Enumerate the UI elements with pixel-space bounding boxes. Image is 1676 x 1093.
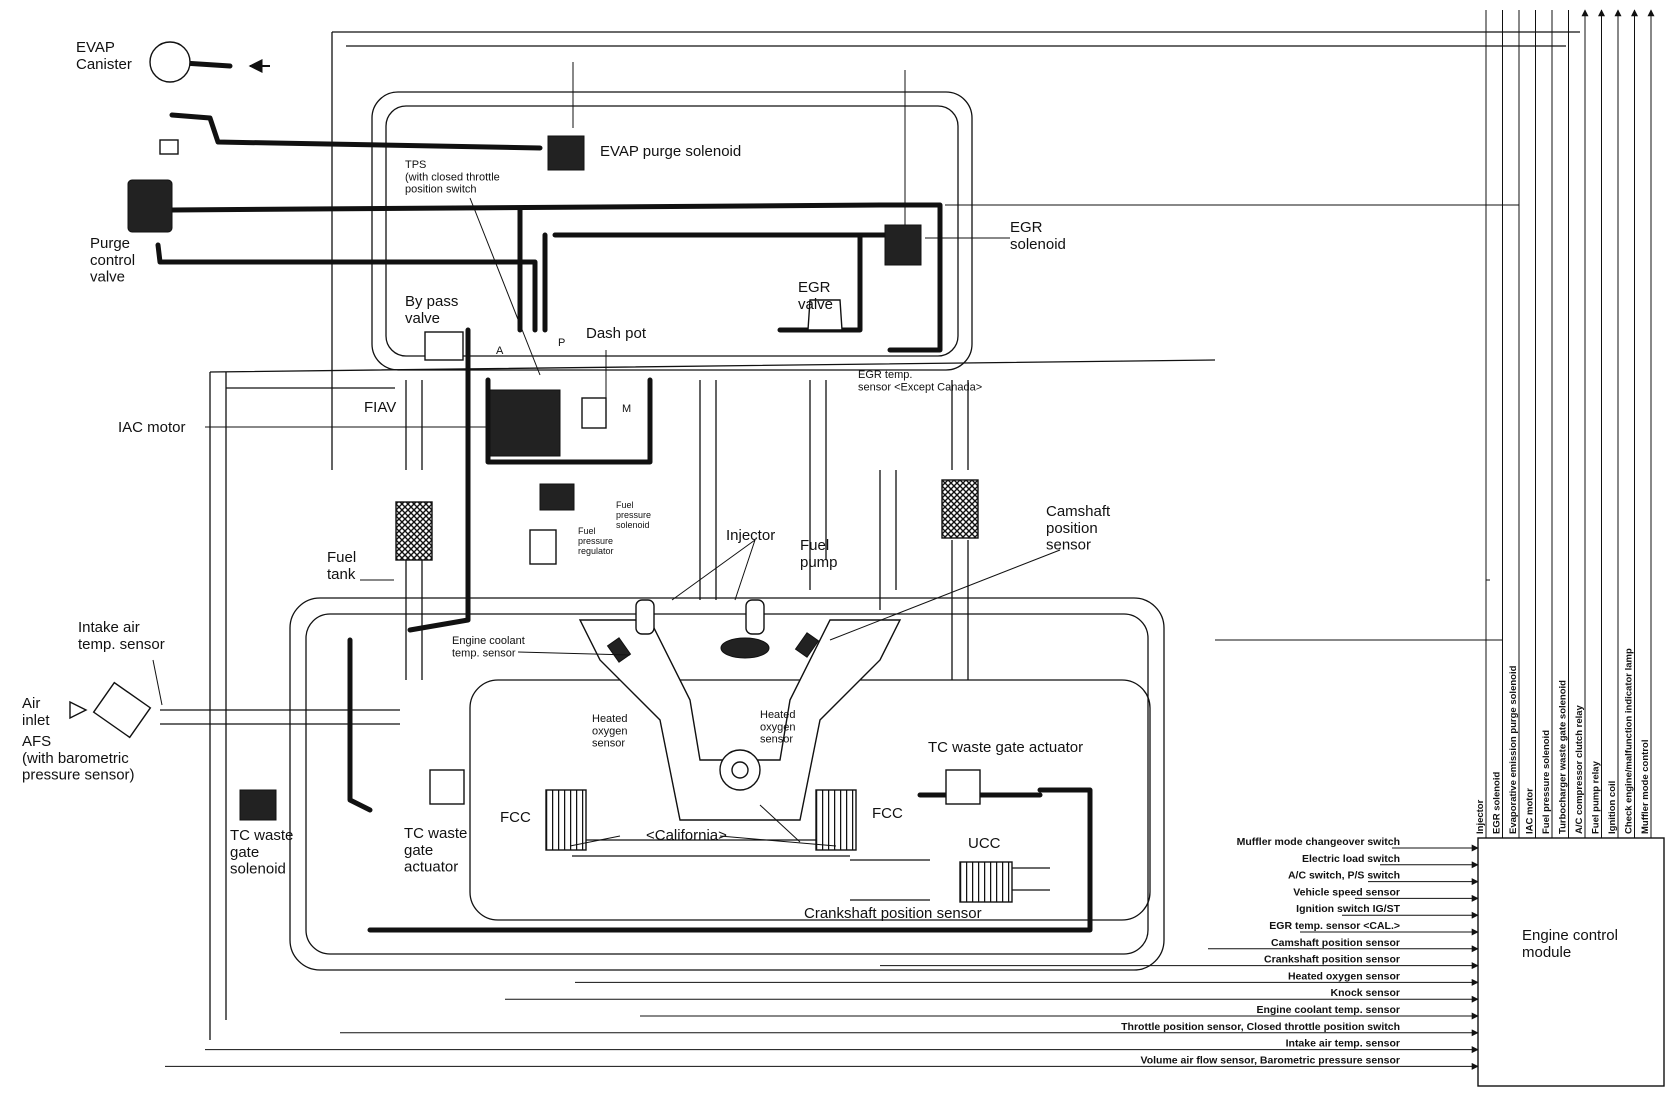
- ecm-output-label: Check engine/malfunction indicator lamp: [1624, 648, 1635, 834]
- port-a-label: A: [496, 345, 504, 357]
- leader-lines: [152, 62, 1061, 847]
- ecm-input-label: Vehicle speed sensor: [1293, 886, 1400, 898]
- port-m-label: M: [622, 403, 631, 415]
- ecm-input-label: Volume air flow sensor, Barometric press…: [1141, 1054, 1401, 1066]
- engine-block-icon: [578, 599, 902, 821]
- fcc-right-label: FCC: [872, 805, 903, 822]
- intercooler-left-icon: [395, 501, 433, 561]
- ecm-input-label: Ignition switch IG/ST: [1296, 903, 1400, 915]
- ecm-input-label: Camshaft position sensor: [1271, 937, 1400, 949]
- ecm-output-labels: Injector EGR solenoid Evaporative emission…: [1475, 648, 1651, 834]
- afs-icon: [92, 681, 152, 739]
- ecm-output-label: Injector: [1475, 799, 1486, 834]
- catalyst-right-icon: [815, 789, 857, 851]
- ecm-output-label: Fuel pump relay: [1591, 760, 1602, 834]
- california-label: <California>: [646, 827, 727, 844]
- evap-purge-solenoid-icon: [547, 135, 585, 171]
- ecm-input-label: Throttle position sensor, Closed throttl…: [1121, 1021, 1400, 1033]
- fcc-left-label: FCC: [500, 809, 531, 826]
- air-inlet-arrow-icon: [69, 700, 88, 720]
- ecm-output-label: IAC motor: [1525, 788, 1536, 834]
- bypass-valve-icon: [424, 331, 464, 361]
- iac-motor-label: IAC motor: [118, 419, 186, 436]
- dash-pot-icon: [581, 397, 607, 429]
- fiav-label: FIAV: [364, 399, 396, 416]
- ucc-label: UCC: [968, 835, 1001, 852]
- ecm-input-label: Heated oxygen sensor: [1288, 970, 1400, 982]
- evap-canister-icon: [149, 41, 191, 83]
- ecm-output-label: Fuel pressure solenoid: [1541, 730, 1552, 834]
- ecm-output-label: Muffler mode control: [1640, 740, 1651, 834]
- port-p-label: P: [558, 337, 565, 349]
- tc-waste-gate-actuator-right-label: TC waste gate actuator: [928, 739, 1083, 756]
- catalyst-left-icon: [545, 789, 587, 851]
- ecm-wiring: [165, 9, 1655, 1070]
- egr-solenoid-icon: [884, 224, 922, 266]
- check-valve-icon: [159, 139, 179, 155]
- dash-pot-label: Dash pot: [586, 325, 647, 342]
- throttle-body-icon: [489, 389, 561, 457]
- ecm-input-label: Intake air temp. sensor: [1286, 1038, 1400, 1050]
- egr-valve-icon: [807, 299, 843, 331]
- injector-label: Injector: [726, 527, 775, 544]
- ecm-output-label: Evaporative emission purge solenoid: [1508, 665, 1519, 834]
- ecm-input-label: A/C switch, P/S switch: [1288, 870, 1400, 882]
- ecm-input-label: Muffler mode changeover switch: [1237, 836, 1400, 848]
- ecm-output-label: Turbocharger waste gate solenoid: [1558, 680, 1569, 834]
- ecm-input-label: Crankshaft position sensor: [1264, 954, 1400, 966]
- fuel-pressure-solenoid-icon: [539, 483, 575, 511]
- ecm-input-label: Knock sensor: [1331, 987, 1400, 999]
- evap-purge-solenoid-label: EVAP purge solenoid: [600, 143, 741, 160]
- component-shapes: [69, 41, 1665, 1087]
- tc-waste-gate-actuator-right-icon: [945, 769, 981, 805]
- ucc-icon: [959, 861, 1013, 903]
- intercooler-right-icon: [941, 479, 979, 539]
- fuel-pressure-regulator-icon: [529, 529, 557, 565]
- ecm-output-label: A/C compressor clutch relay: [1574, 704, 1585, 834]
- engine-control-module-box: [1477, 837, 1665, 1087]
- tc-waste-gate-solenoid-icon: [239, 789, 277, 821]
- ecm-input-label: Engine coolant temp. sensor: [1256, 1004, 1400, 1016]
- crankshaft-position-sensor-label: Crankshaft position sensor: [804, 905, 982, 922]
- ecm-input-label: EGR temp. sensor <CAL.>: [1269, 920, 1400, 932]
- ecm-input-label: Electric load switch: [1302, 853, 1400, 865]
- plumbing: [155, 31, 1580, 1040]
- ecm-output-label: Ignition coil: [1607, 781, 1618, 834]
- egr-temp-sensor-label: EGR temp.sensor <Except Canada>: [858, 369, 982, 393]
- ecm-output-label: EGR solenoid: [1492, 772, 1503, 834]
- purge-control-valve-icon: [127, 179, 173, 233]
- tc-waste-gate-actuator-left-icon: [429, 769, 465, 805]
